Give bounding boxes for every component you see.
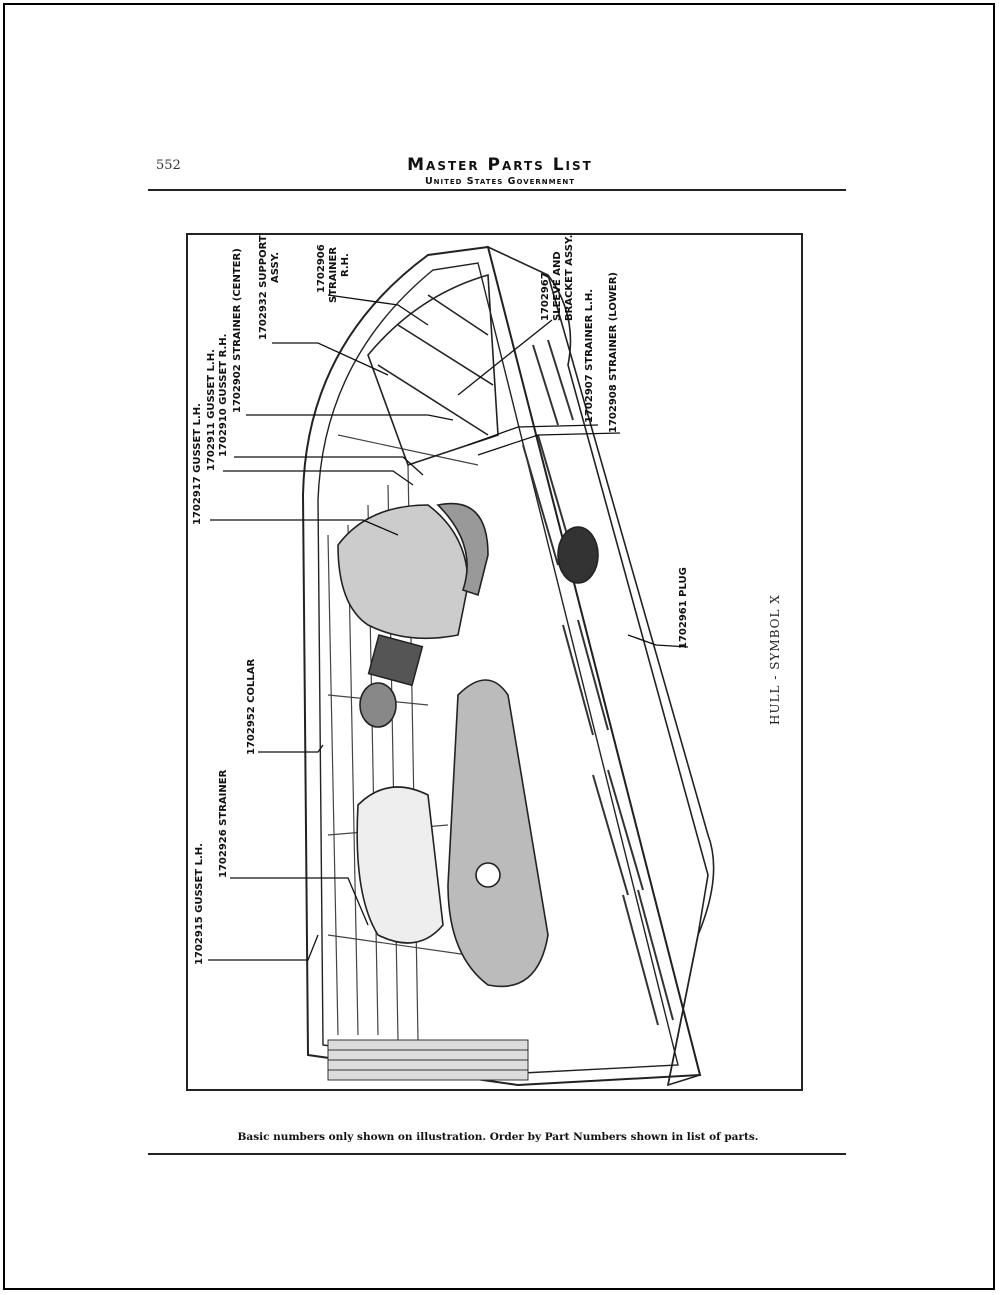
callout-1702902: 1702902 STRAINER (CENTER) [232,248,243,413]
engine-housing [337,504,469,640]
header-divider [148,189,846,191]
callout-1702961: 1702961 PLUG [678,567,689,649]
footer-note: Basic numbers only shown on illustration… [237,1131,759,1143]
hull-side-outer [547,274,715,1086]
callout-1702908: 1702908 STRAINER (LOWER) [608,272,619,433]
page-title: Master Parts List [407,155,593,175]
callout-1702906-line1: 1702906 [316,244,327,293]
callout-1702967-line1: 1702967 [540,272,551,321]
footer-divider [148,1153,846,1155]
hull-illustration [208,245,715,1087]
callout-1702967-line2: SLEEVE AND [552,251,563,321]
figure-caption: HULL - SYMBOL X [768,594,782,725]
callout-1702967-line3: BRACKET ASSY. [564,234,575,321]
callout-1702911: 1702911 GUSSET L.H. [206,349,217,471]
callout-1702910: 1702910 GUSSET R.H. [218,333,229,457]
hull-illustration-frame: 1702917 GUSSET L.H. 1702911 GUSSET L.H. … [186,233,803,1091]
callout-1702917: 1702917 GUSSET L.H. [192,403,203,525]
callout-1702932-line1: 1702932 SUPPORT [258,235,269,340]
callout-1702915: 1702915 GUSSET L.H. [194,843,205,965]
callout-1702906-line2: STRAINER [328,246,339,303]
page-number: 552 [156,158,181,173]
callout-1702952: 1702952 COLLAR [246,658,257,755]
callout-1702906-line3: R.H. [340,253,351,277]
callout-1702932-line2: ASSY. [270,251,281,283]
page-subtitle: United States Government [424,176,576,187]
callout-1702907: 1702907 STRAINER L.H. [584,288,595,423]
hull-outline [301,245,702,1087]
page-border [3,3,995,1290]
rear-tank [447,679,549,988]
callout-1702926: 1702926 STRAINER [218,769,229,878]
hull-inner-rim [317,262,679,1074]
